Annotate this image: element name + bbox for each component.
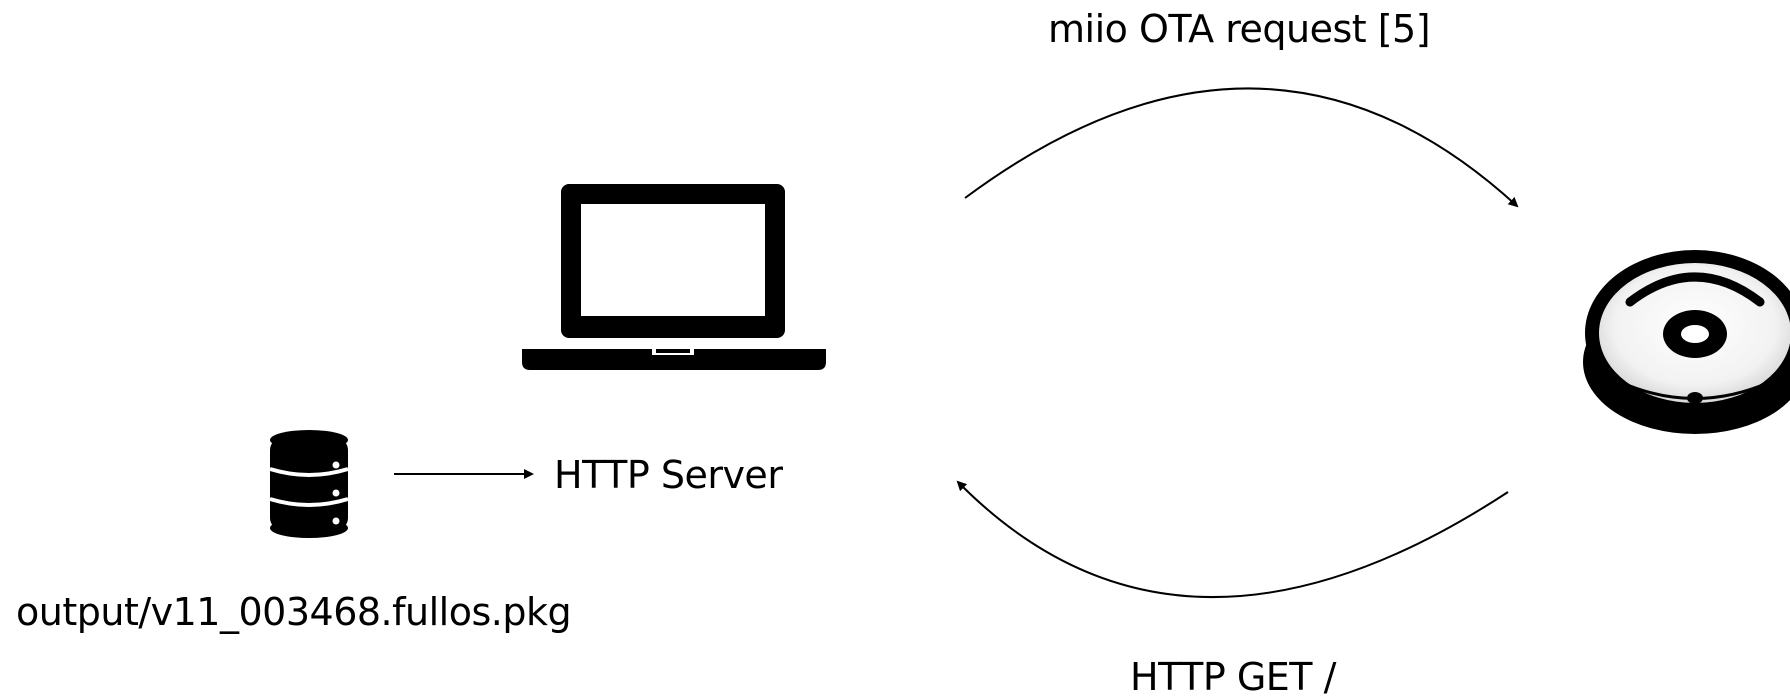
database-icon [269,430,349,538]
ota-request-label: miio OTA request [5] [1048,7,1431,51]
laptop-icon [522,184,826,370]
http-server-label: HTTP Server [554,453,783,497]
file-path-label: output/v11_003468.fullos.pkg [16,590,572,634]
http-get-label: HTTP GET / [1130,655,1336,699]
robot-vacuum-icon [1583,250,1790,434]
http-get-arrow [956,480,1509,598]
ota-request-arrow [964,87,1519,208]
